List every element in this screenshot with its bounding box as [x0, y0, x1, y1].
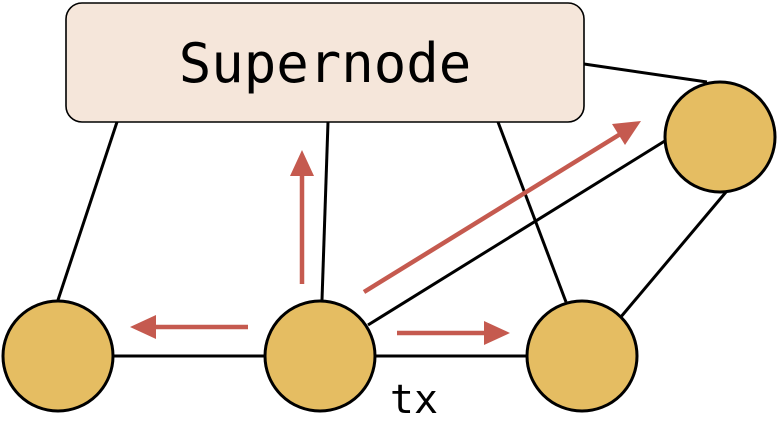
edge-center-topright [367, 137, 669, 327]
peer-node-center [263, 299, 377, 413]
edge-supernode-topright-peer [583, 62, 708, 84]
arrow-to-topright-peer [362, 121, 641, 294]
tx-label: tx [390, 377, 438, 423]
peer-node-topright [663, 80, 777, 194]
arrow-to-right-peer [397, 321, 510, 345]
edge-supernode-left-peer [56, 121, 119, 301]
edge-supernode-right-peer [496, 121, 568, 303]
supernode: Supernode [65, 2, 585, 123]
edge-right-topright [618, 191, 728, 319]
arrow-to-left-peer [130, 315, 248, 339]
peer-node-left [1, 299, 115, 413]
peers [1, 80, 777, 413]
arrow-to-supernode [290, 150, 314, 284]
edges [56, 62, 728, 358]
supernode-box [65, 2, 585, 123]
edge-supernode-center-peer [320, 121, 330, 301]
propagation-arrows [130, 121, 641, 345]
supernode-label: Supernode [179, 32, 472, 95]
peer-node-right [525, 299, 639, 413]
